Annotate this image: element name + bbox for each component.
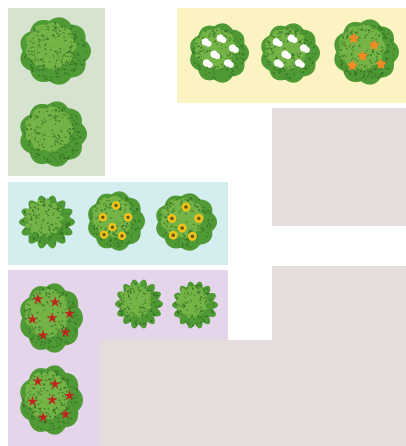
- fern-plain: [171, 280, 219, 330]
- fern-plain: [114, 278, 164, 330]
- shrub-yellow-flowers: [154, 192, 218, 252]
- shrub-white-flowers: [259, 22, 321, 84]
- shrub-white-flowers: [188, 22, 250, 84]
- plot-empty-lower: [100, 340, 406, 446]
- shrub-yellow-flowers: [86, 190, 146, 252]
- shrub-plain: [18, 100, 88, 168]
- fern-plain: [18, 194, 76, 250]
- shrub-red-flowers: [18, 364, 84, 436]
- shrub-red-flowers: [18, 282, 84, 354]
- shrub-orange-flowers: [332, 18, 400, 86]
- plot-empty-upper: [272, 108, 406, 226]
- shrub-plain: [18, 16, 92, 86]
